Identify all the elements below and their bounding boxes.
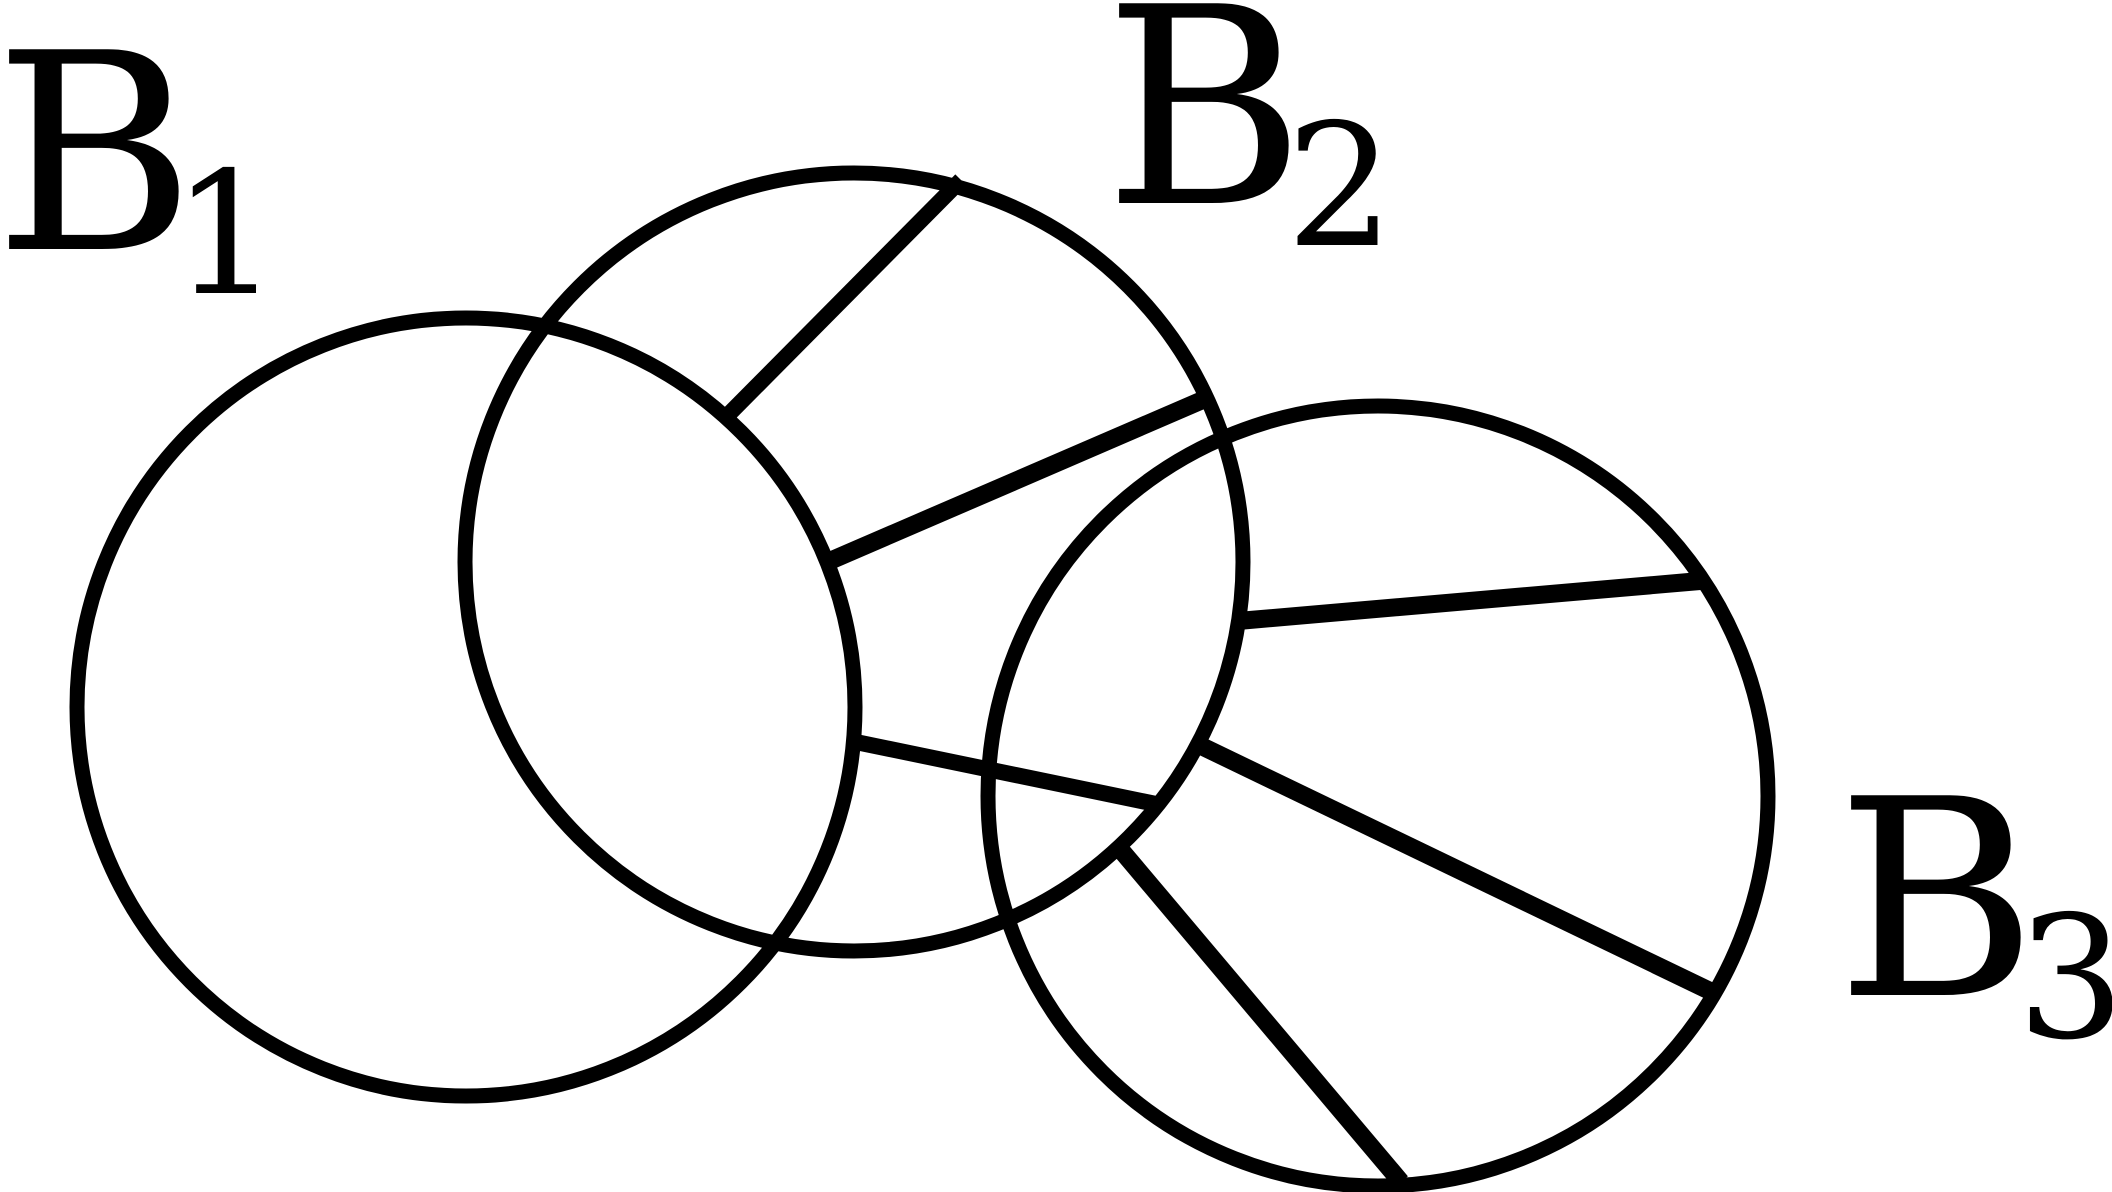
label-b3-letter: B [1836,741,2037,1060]
chord-b3-upper [1237,572,1701,630]
label-b2-letter: B [1104,0,1305,268]
label-b1: B 1 [0,0,280,334]
chord-b2-lower [849,733,1158,812]
label-b3-subscript: 3 [2017,880,2112,1078]
chord-b3-middle [1191,734,1714,1000]
disk-b1 [69,310,863,1104]
label-b1-subscript: 1 [172,136,280,334]
disk-b2 [457,165,1251,959]
label-b2: B 2 [1104,0,1394,286]
chord-b2-middle [821,390,1209,572]
label-b1-letter: B [0,0,195,314]
chord-b3-lower [1108,837,1408,1188]
label-b2-subscript: 2 [1286,88,1394,286]
chord-b2-top [721,174,967,422]
disk-b3 [980,398,1776,1192]
label-b3: B 3 [1836,741,2112,1078]
